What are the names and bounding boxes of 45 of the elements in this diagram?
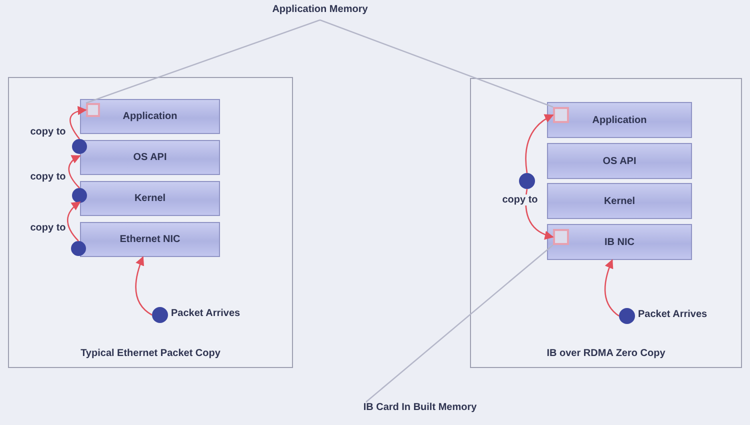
layer-box xyxy=(547,143,692,179)
dot xyxy=(619,308,635,324)
callout-text: Application Memory xyxy=(250,4,390,20)
leader-line xyxy=(86,19,320,104)
panel xyxy=(8,77,293,368)
layer-label: OS API xyxy=(133,152,167,163)
layer-label: Kernel xyxy=(604,196,636,206)
layer-label: IB NIC xyxy=(604,236,634,248)
edge-label: copy to xyxy=(29,126,67,138)
panel-title: IB over RDMA Zero Copy xyxy=(546,348,666,359)
layer-label: Ethernet NIC xyxy=(120,234,180,245)
arrow xyxy=(525,114,554,174)
leader-line xyxy=(320,19,554,108)
layer-label: Kernel xyxy=(134,193,166,204)
node-caption: Packet Arrives xyxy=(171,308,240,319)
dot xyxy=(72,188,87,203)
layer-label: Application xyxy=(122,111,178,122)
memory-square xyxy=(553,107,569,123)
layer-box xyxy=(80,99,220,134)
arrow xyxy=(70,106,87,140)
arrow xyxy=(68,155,81,188)
edge-label: copy to xyxy=(29,222,67,234)
dot xyxy=(72,139,87,154)
panel xyxy=(470,78,742,368)
edge-label: copy to xyxy=(501,194,539,206)
layer-box xyxy=(80,181,220,216)
arrow xyxy=(604,259,620,317)
edge-label: copy to xyxy=(29,172,67,182)
layer-label: OS API xyxy=(602,156,636,166)
layer-box xyxy=(547,224,692,260)
dot xyxy=(152,307,168,323)
layer-box xyxy=(547,102,692,138)
panel-title: Typical Ethernet Packet Copy xyxy=(80,348,222,359)
layer-box xyxy=(80,140,220,175)
node-caption: Packet Arrives xyxy=(638,309,708,320)
callout-text: IB Card In Built Memory xyxy=(330,402,510,418)
dot xyxy=(71,241,86,256)
memory-square xyxy=(553,229,569,245)
layer-box xyxy=(547,183,692,219)
dot xyxy=(519,173,535,189)
layer-box xyxy=(80,222,220,257)
memory-square xyxy=(86,103,100,117)
leader-line xyxy=(366,244,554,402)
layer-label: Application xyxy=(592,114,647,126)
arrow xyxy=(135,256,152,316)
